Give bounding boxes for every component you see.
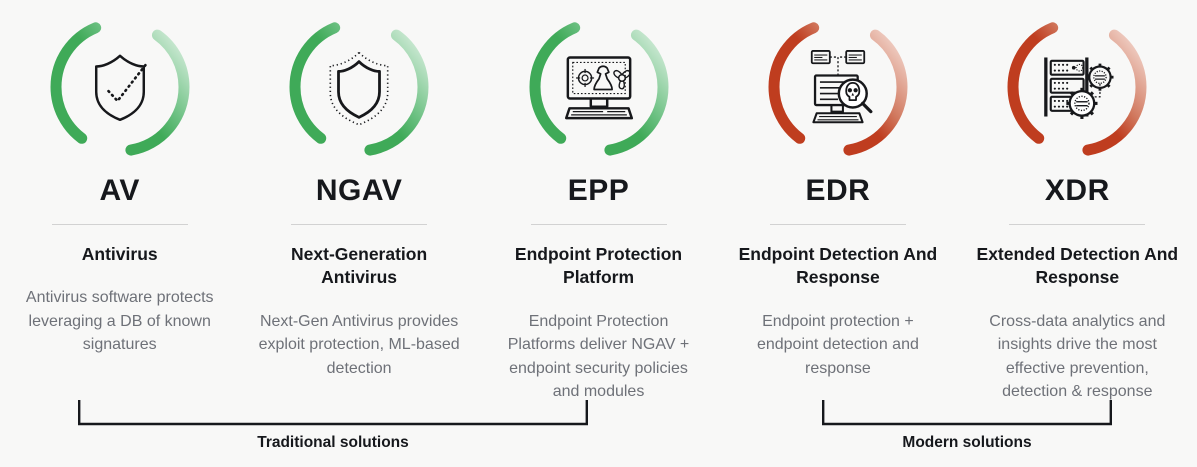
acronym-ngav: NGAV: [315, 174, 403, 207]
acronym-xdr: XDR: [1044, 174, 1110, 207]
column-divider: [769, 224, 906, 225]
description-epp: Endpoint Protection Platforms deliver NG…: [507, 312, 690, 401]
ring-arc-green-icon: [289, 17, 429, 157]
description-ngav: Next-Gen Antivirus provides exploit prot…: [258, 312, 460, 377]
bracket-group-traditional: Traditional solutions: [78, 400, 588, 451]
bracket-traditional-icon: [78, 400, 588, 426]
solution-columns: AV Antivirus Antivirus software protects…: [0, 12, 1197, 404]
description-av: Antivirus software protects leveraging a…: [25, 289, 214, 354]
ring-arc-red-icon: [1007, 17, 1147, 157]
column-divider: [530, 224, 667, 225]
solution-column-epp[interactable]: EPP Endpoint Protection Platform Endpoin…: [479, 12, 718, 404]
solution-column-xdr[interactable]: XDR Extended Detection And Response Cros…: [958, 12, 1197, 404]
bracket-group-modern: Modern solutions: [822, 400, 1112, 451]
column-divider: [291, 224, 428, 225]
progress-ring-epp: [524, 12, 674, 162]
bracket-modern-icon: [822, 400, 1112, 426]
full-name-ngav: Next-Generation Antivirus: [291, 244, 428, 288]
solution-column-edr[interactable]: EDR Endpoint Detection And Response Endp…: [718, 12, 957, 380]
solution-column-ngav[interactable]: NGAV Next-Generation Antivirus Next-Gen …: [239, 12, 478, 380]
shield-check-icon: [79, 46, 161, 128]
full-name-xdr: Extended Detection And Response: [976, 244, 1179, 288]
full-name-edr: Endpoint Detection And Response: [738, 244, 938, 288]
acronym-av: AV: [99, 174, 140, 207]
acronym-epp: EPP: [567, 174, 630, 207]
description-edr: Endpoint protection + endpoint detection…: [756, 312, 919, 377]
solution-column-av[interactable]: AV Antivirus Antivirus software protects…: [0, 12, 239, 357]
progress-ring-edr: [763, 12, 913, 162]
column-divider: [51, 224, 188, 225]
description-xdr: Cross-data analytics and insights drive …: [989, 312, 1166, 401]
shield-dotted-icon: [318, 46, 400, 128]
desktop-threats-icon: [558, 46, 640, 128]
full-name-av: Antivirus: [81, 244, 158, 264]
progress-ring-av: [45, 12, 195, 162]
progress-ring-ngav: [284, 12, 434, 162]
acronym-edr: EDR: [805, 174, 871, 207]
ring-arc-green-icon: [529, 17, 669, 157]
bracket-label-traditional: Traditional solutions: [257, 434, 409, 451]
server-gears-icon: [1036, 46, 1118, 128]
full-name-epp: Endpoint Protection Platform: [514, 244, 683, 288]
ring-arc-green-icon: [50, 17, 190, 157]
ring-arc-red-icon: [768, 17, 908, 157]
progress-ring-xdr: [1002, 12, 1152, 162]
desktop-magnifier-skull-icon: [797, 46, 879, 128]
bracket-label-modern: Modern solutions: [902, 434, 1032, 451]
column-divider: [1009, 224, 1146, 225]
